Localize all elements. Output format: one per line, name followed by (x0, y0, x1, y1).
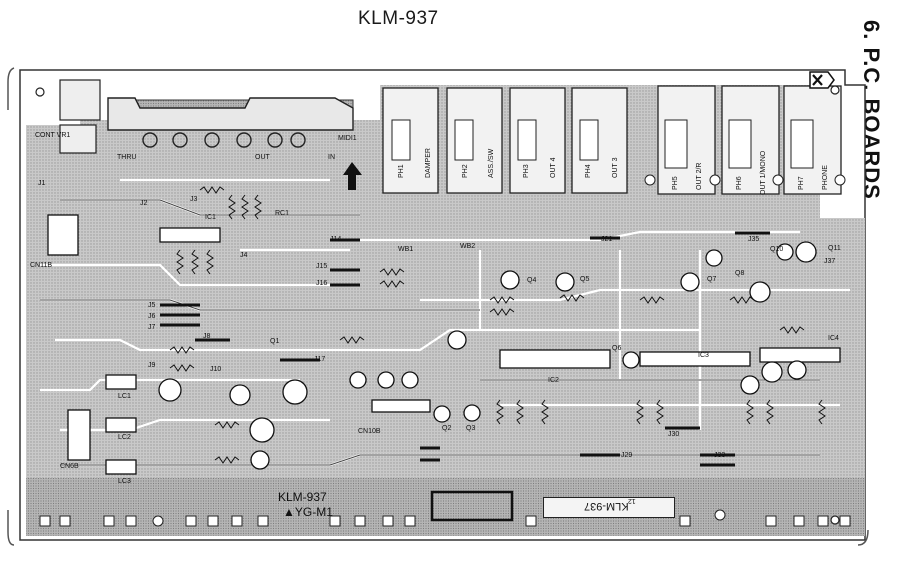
jumper-label: J17 (314, 356, 326, 363)
component-label: IC2 (548, 377, 559, 384)
connector-label: THRU (117, 154, 137, 161)
component-label: CN10B (358, 428, 381, 435)
connector-label: MIDI1 (338, 135, 357, 142)
transistor-label: Q8 (735, 270, 745, 277)
jumper-label: J29 (621, 452, 633, 459)
resistors (169, 186, 805, 464)
solder-pads (39, 509, 851, 527)
transistor-label: Q10 (770, 246, 784, 253)
component-label: IC3 (698, 352, 709, 359)
connector-label: PH2 (462, 164, 469, 178)
component-label: CN11B (30, 262, 53, 269)
silkscreen-model: KLM-937 (278, 490, 327, 504)
silkscreen-code: ▲YG-M1 (283, 505, 333, 519)
jumper-label: J16 (316, 280, 328, 287)
connector-label: OUT 4 (550, 157, 557, 179)
component-label: WB1 (398, 246, 414, 253)
up-arrow-icon (343, 162, 362, 190)
transistor-label: Q4 (527, 277, 537, 284)
jumper-label: J10 (210, 366, 222, 373)
jumper-label: J21 (601, 236, 613, 243)
connector-label: IN (328, 154, 335, 161)
jumper-label: J4 (240, 252, 248, 259)
component-label: LC1 (118, 393, 131, 400)
connector-label: OUT (255, 154, 270, 161)
connector-label: DAMPER (425, 148, 432, 178)
jumper-label: J30 (668, 431, 680, 438)
jack-inner (391, 119, 846, 186)
transistor-label: Q5 (580, 276, 590, 283)
leds (105, 374, 137, 475)
page-title: KLM-937 (358, 8, 439, 29)
component-label: CN6B (60, 463, 79, 470)
jumper-label: J3 (190, 196, 198, 203)
jumper-label: J1 (38, 180, 46, 187)
x-box-icon (809, 71, 835, 89)
component-label: LC3 (118, 478, 131, 485)
jumper-label: J7 (148, 324, 156, 331)
transistor-label: Q2 (442, 425, 452, 432)
transistor-label: Q1 (270, 338, 280, 345)
midi-connectors (107, 97, 354, 148)
round-components (158, 241, 817, 470)
jumper-label: J35 (748, 236, 760, 243)
component-label: IC1 (205, 214, 216, 221)
jumper-label: J15 (316, 263, 328, 270)
transistor-label: Q7 (707, 276, 717, 283)
component-label: WB2 (460, 243, 476, 250)
mounting-holes (35, 85, 840, 525)
jumper-label: J6 (148, 313, 156, 320)
jumper-label: J14 (330, 236, 342, 243)
component-label: RC1 (275, 210, 290, 217)
jumper-label: J9 (148, 362, 156, 369)
connector-label: CONT VR1 (35, 132, 71, 139)
connector-label: PH5 (672, 176, 679, 190)
connector-label: OUT 2/R (696, 162, 703, 191)
jumper-label: J8 (203, 333, 211, 340)
ic-chips (47, 214, 841, 522)
jumper-label: J37 (824, 258, 836, 265)
transistor-label: Q3 (466, 425, 476, 432)
jumper-label: J2 (140, 200, 148, 207)
connector-label: PH6 (736, 176, 743, 190)
id-plate-tag: 12 (628, 497, 636, 504)
connector-label: PH1 (398, 164, 405, 178)
cont-vr1 (36, 79, 101, 154)
jumpers (160, 231, 770, 467)
id-plate-text: KLM-937 (584, 500, 629, 512)
jumper-label: J5 (148, 302, 156, 309)
jumper-label: J33 (714, 452, 726, 459)
connector-label: OUT 1/MONO (760, 150, 767, 195)
id-plate (543, 497, 675, 518)
transistor-label: Q11 (828, 245, 841, 252)
connector-label: OUT 3 (612, 157, 619, 179)
connector-label: PHONE (822, 165, 829, 190)
component-label: LC2 (118, 434, 131, 441)
vertical-resistors (176, 194, 826, 425)
component-label: IC4 (828, 335, 839, 342)
connector-label: PH3 (523, 164, 530, 178)
connector-label: ASS./SW (488, 148, 495, 178)
connector-label: PH7 (798, 176, 805, 190)
transistor-label: Q6 (612, 345, 622, 352)
connector-label: PH4 (585, 164, 592, 178)
